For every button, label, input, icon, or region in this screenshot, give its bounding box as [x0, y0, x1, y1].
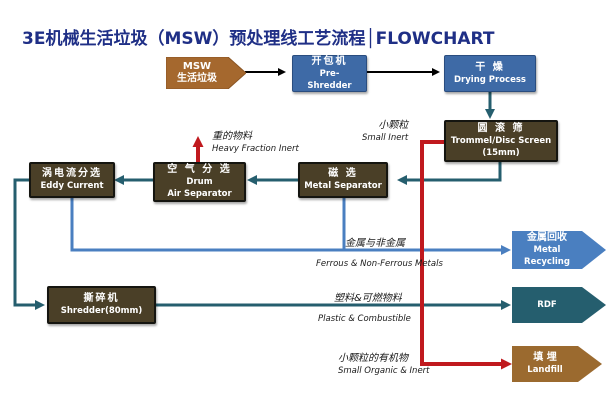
drying-zh: 干 燥 — [475, 61, 505, 73]
metal-recycling-output[interactable]: 金属回收 Metal Recycling — [512, 231, 606, 269]
line-eddy-metals — [70, 198, 196, 252]
small-organic-zh: 小颗粒的有机物 — [338, 353, 408, 364]
rdf-output[interactable]: RDF — [512, 287, 606, 323]
small-organic-en: Small Organic & Inert — [338, 366, 430, 376]
plastic-en: Plastic & Combustible — [318, 314, 411, 324]
landfill-output[interactable]: 填 埋 Landfill — [512, 346, 602, 382]
trommel-en1: Trommel/Disc Screen — [450, 136, 552, 146]
metal-recycling-en1: Metal — [533, 245, 561, 255]
small-inert-label: 小颗粒 Small Inert — [362, 120, 408, 144]
heavy-fraction-zh: 重的物料 — [212, 131, 252, 142]
metals-label-zh: 金属与非金属 — [345, 235, 405, 250]
rdf-label: RDF — [537, 300, 557, 310]
metal-recycling-en2: Recycling — [524, 257, 570, 267]
metals-en: Ferrous & Non-Ferrous Metals — [316, 259, 443, 269]
small-inert-en: Small Inert — [362, 133, 409, 143]
air-separator-node[interactable]: 空 气 分 选 Drum Air Separator — [153, 162, 246, 202]
small-inert-zh: 小颗粒 — [378, 120, 409, 131]
arrow-eddy-to-shredder — [13, 178, 45, 310]
heavy-fraction-label: 重的物料 Heavy Fraction Inert — [212, 131, 299, 155]
metal-separator-node[interactable]: 磁 选 Metal Separator — [298, 162, 388, 198]
trommel-zh: 圆 滚 筛 — [477, 123, 525, 134]
msw-label: MSW — [182, 61, 212, 72]
rdf-shape — [512, 287, 606, 323]
msw-input-node[interactable]: MSW 生活垃圾 — [166, 57, 246, 89]
arrow-small-inert-to-landfill — [420, 140, 512, 370]
drying-en: Drying Process — [454, 74, 526, 85]
shredder-node[interactable]: 撕碎机 Shredder(80mm) — [47, 286, 156, 324]
metal-recycling-shape — [512, 231, 606, 269]
metals-label-en: Ferrous & Non-Ferrous Metals — [316, 255, 443, 270]
msw-shape — [166, 57, 246, 89]
shredder-zh: 撕碎机 — [83, 293, 120, 304]
eddy-current-zh: 涡电流分选 — [42, 168, 102, 179]
pre-shredder-en1: Pre- — [319, 68, 340, 79]
landfill-en: Landfill — [527, 365, 563, 375]
pre-shredder-en2: Shredder — [307, 80, 352, 91]
plastic-label-en: Plastic & Combustible — [318, 310, 411, 325]
landfill-shape — [512, 346, 602, 382]
landfill-zh: 填 埋 — [533, 352, 557, 363]
heavy-fraction-en: Heavy Fraction Inert — [212, 144, 299, 154]
drying-node[interactable]: 干 燥 Drying Process — [444, 55, 536, 92]
arrow-trommel-to-metal-separator — [397, 160, 502, 185]
metals-zh: 金属与非金属 — [345, 238, 405, 249]
pre-shredder-node[interactable]: 开包机 Pre- Shredder — [292, 55, 367, 92]
eddy-current-en: Eddy Current — [40, 181, 104, 191]
page-title: 3E机械生活垃圾（MSW）预处理线工艺流程│FLOWCHART — [22, 29, 495, 49]
metal-separator-en: Metal Separator — [304, 181, 382, 191]
shredder-en: Shredder(80mm) — [60, 306, 143, 316]
air-separator-en1: Drum — [186, 177, 213, 187]
trommel-node[interactable]: 圆 滚 筛 Trommel/Disc Screen (15mm) — [444, 120, 558, 162]
air-separator-zh: 空 气 分 选 — [167, 164, 232, 175]
plastic-label-zh: 塑料&可燃物料 — [334, 290, 402, 305]
plastic-zh: 塑料&可燃物料 — [334, 293, 402, 304]
air-separator-en2: Air Separator — [167, 189, 232, 199]
metal-recycling-zh: 金属回收 — [527, 232, 567, 243]
eddy-current-node[interactable]: 涡电流分选 Eddy Current — [29, 162, 115, 198]
msw-sublabel: 生活垃圾 — [177, 73, 217, 84]
pre-shredder-zh: 开包机 — [311, 55, 348, 67]
small-organic-label: 小颗粒的有机物 Small Organic & Inert — [338, 353, 430, 377]
metal-separator-zh: 磁 选 — [328, 168, 358, 179]
trommel-en2: (15mm) — [482, 148, 520, 158]
